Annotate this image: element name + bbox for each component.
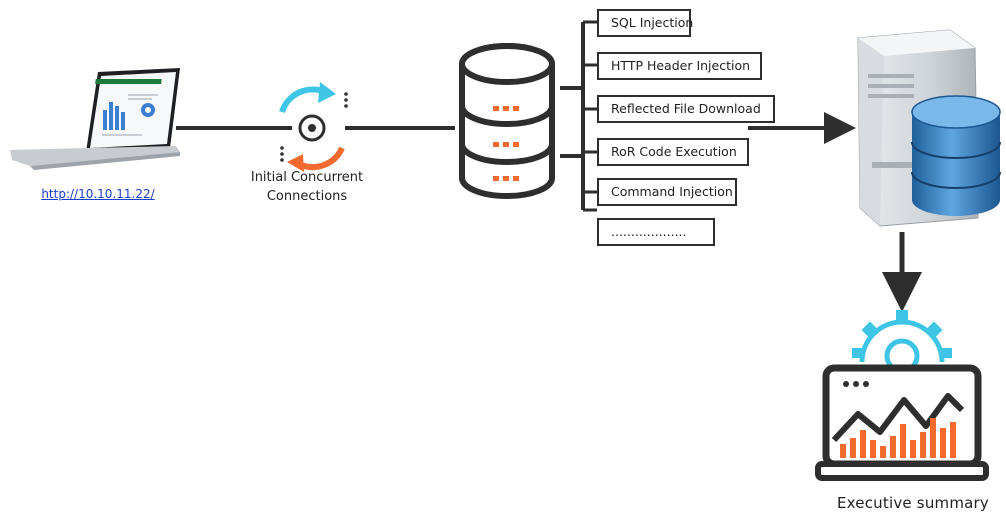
connections-label-line1: Initial Concurrent: [250, 170, 364, 185]
server-database-icon: [857, 29, 1001, 227]
attack-command-injection: Command Injection: [597, 178, 737, 206]
attack-sql-injection: SQL Injection: [597, 9, 693, 37]
database-stack-icon: [459, 43, 555, 199]
executive-summary-chart-icon: [815, 310, 989, 481]
connections-label-line2: Connections: [266, 189, 348, 204]
connector-lines: [176, 20, 922, 312]
attack-http-header-injection: HTTP Header Injection: [597, 52, 762, 80]
attack-ror-code-execution: RoR Code Execution: [597, 138, 749, 166]
laptop-icon: [10, 68, 180, 170]
attack-reflected-file-download: Reflected File Download: [597, 95, 775, 123]
client-url-link[interactable]: http://10.10.11.22/: [41, 187, 155, 201]
executive-summary-label: Executive summary: [837, 494, 989, 512]
sync-connections-icon: [279, 82, 348, 172]
connections-label: Initial Concurrent Connections: [232, 168, 382, 206]
attack-more: ...................: [597, 218, 715, 246]
